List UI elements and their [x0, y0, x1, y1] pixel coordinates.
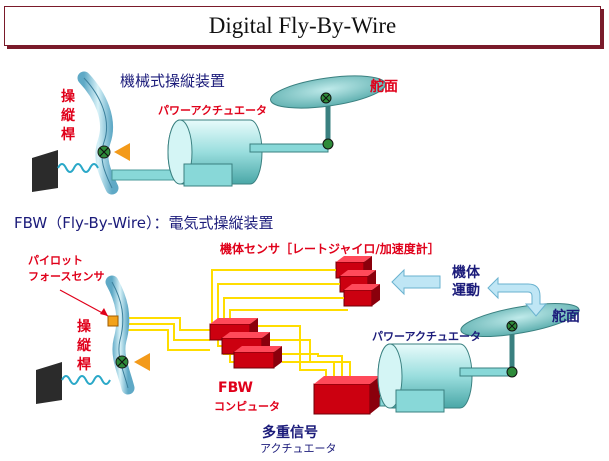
- control-surface-bottom: [460, 302, 580, 338]
- force-sensor-pointer: [59, 289, 109, 317]
- control-surface-label-top: 舵面: [370, 79, 398, 95]
- pilot-force-sensor-label-1: パイロット: [28, 254, 83, 267]
- mechanical-system-label: 機械式操縦装置: [120, 72, 226, 90]
- control-surface-top: [270, 75, 386, 109]
- page-title: Digital Fly-By-Wire: [4, 6, 601, 46]
- spring-bottom: [61, 375, 111, 385]
- force-sensor-wires: [118, 317, 210, 351]
- computer-to-actuator-wires: [258, 325, 351, 382]
- spring-top: [57, 163, 99, 173]
- multiplex-actuator-label-1: 多重信号: [262, 425, 318, 441]
- power-actuator-label-top: パワーアクチュエータ: [158, 104, 268, 117]
- force-sensor: [107, 315, 119, 327]
- stick-base-bottom: [36, 362, 62, 404]
- power-actuator-label-bottom: パワーアクチュエータ: [372, 330, 482, 343]
- fbw-computer-label-2: コンピュータ: [214, 400, 280, 413]
- aircraft-sensor-label: 機体センサ［レートジャイロ/加速度計］: [220, 242, 440, 256]
- control-stick-label-top: 操縦桿: [61, 89, 75, 143]
- aircraft-motion-label-1: 機体: [452, 265, 480, 281]
- fbw-system-label: FBW（Fly-By-Wire）：電気式操縦装置: [14, 214, 274, 232]
- motion-arrow-left: [391, 268, 441, 296]
- multiplex-actuator-box: [313, 376, 380, 415]
- motion-arrow-curve: [487, 276, 548, 317]
- stick-base-top: [32, 150, 58, 192]
- multiplex-actuator-label-2: アクチュエータ: [260, 442, 337, 455]
- pointer-triangle-bottom: [134, 353, 150, 371]
- control-surface-label-bottom: 舵面: [552, 309, 580, 325]
- fbw-computer-boxes: [209, 318, 282, 369]
- pointer-triangle-top: [114, 143, 130, 161]
- control-stick-bottom: [105, 275, 135, 395]
- aircraft-motion-label-2: 運動: [452, 283, 480, 299]
- pilot-force-sensor-label-2: フォースセンサ: [28, 270, 105, 283]
- fbw-computer-label-1: FBW: [218, 380, 253, 396]
- control-stick-label-bottom: 操縦桿: [77, 319, 91, 373]
